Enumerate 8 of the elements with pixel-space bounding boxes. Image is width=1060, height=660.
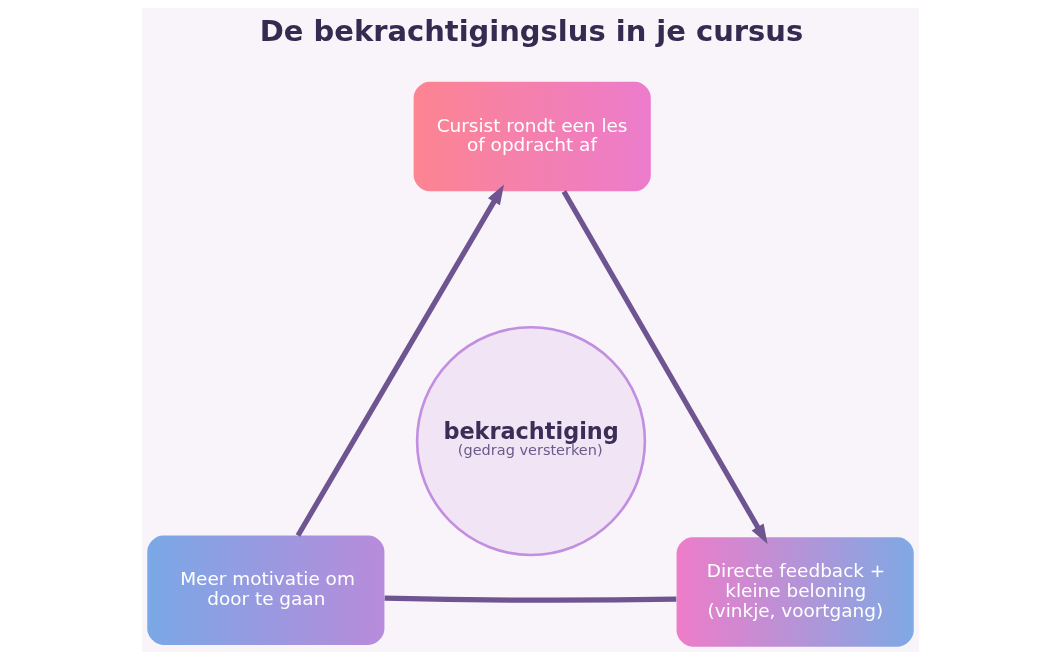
arrow	[295, 184, 504, 537]
node-circle: bekrachtiging (gedrag versterken)	[415, 325, 646, 557]
arrow	[561, 190, 768, 545]
node-box: Directe feedback + kleine beloning (vinkje, voortgang)	[676, 537, 914, 647]
node-box: Meer motivatie om door te gaan	[146, 535, 384, 645]
connector	[384, 595, 676, 603]
diagram-title: De bekrachtigingslus in je cursus	[259, 13, 803, 48]
node-box: Cursist rondt een les of opdracht af	[413, 81, 651, 192]
